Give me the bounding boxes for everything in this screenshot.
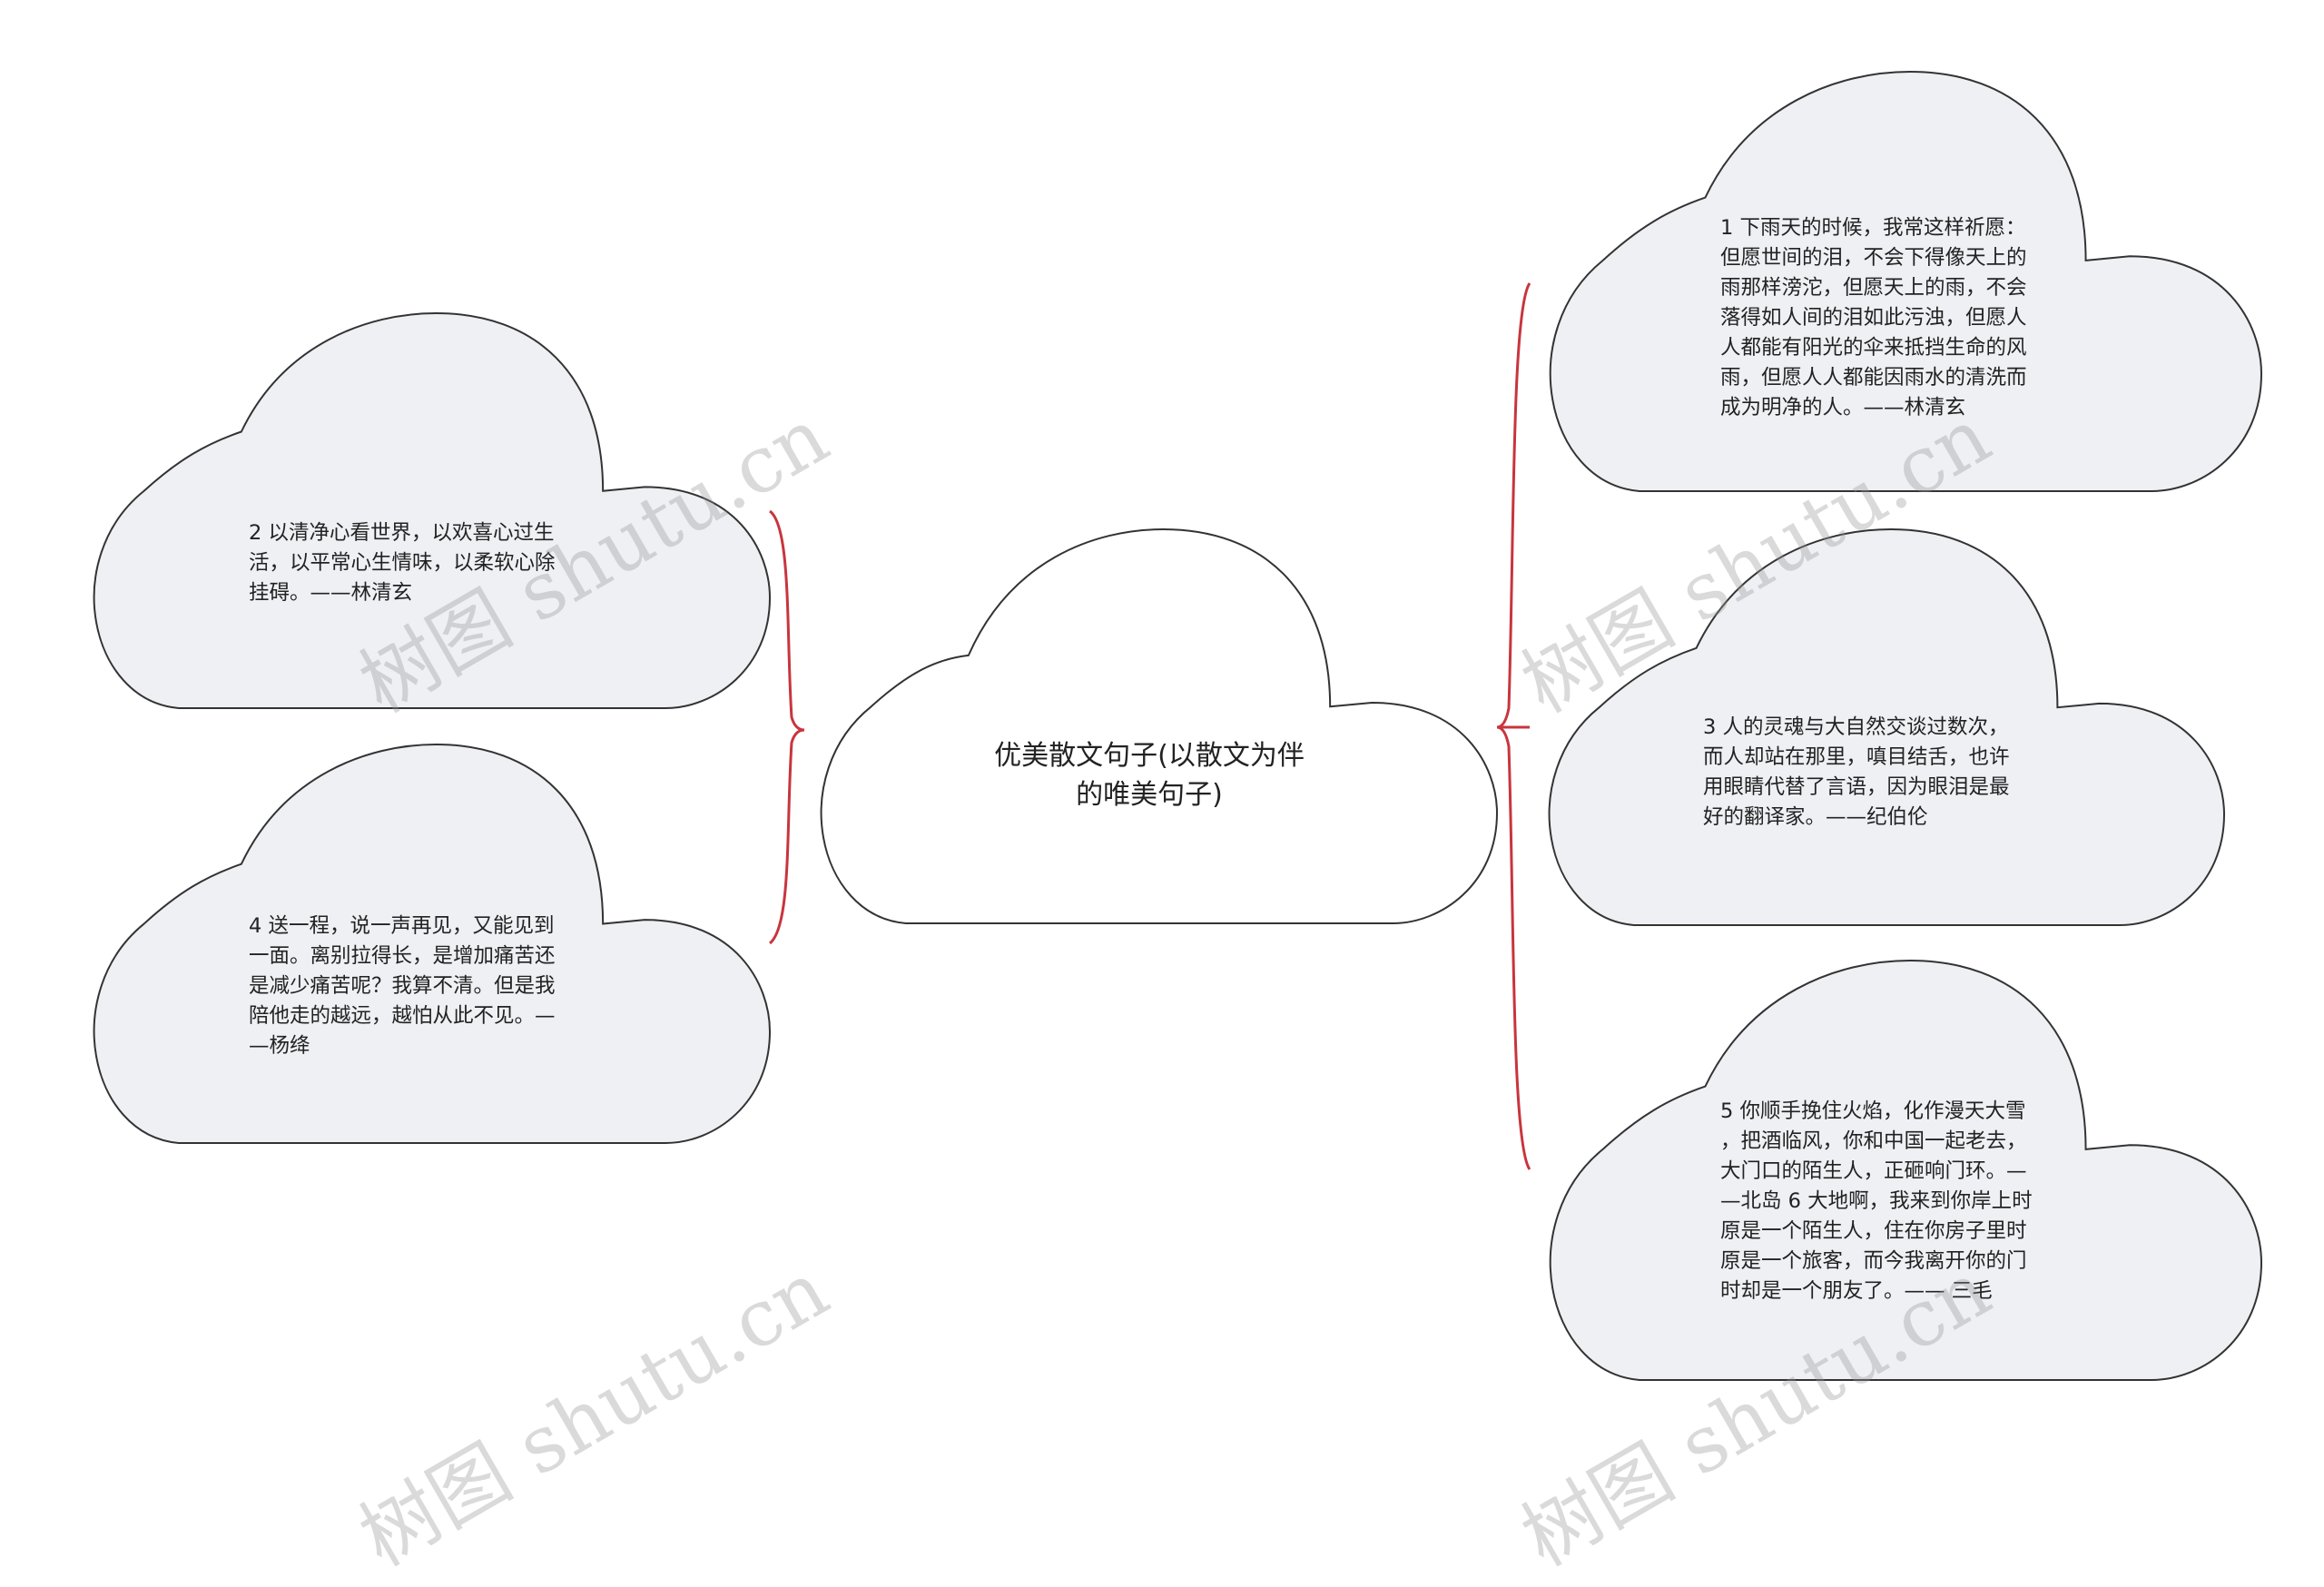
node-3[interactable]: 3 人的灵魂与大自然交谈过数次， 而人却站在那里，嗔目结舌，也许 用眼睛代替了言… — [1530, 529, 2224, 925]
node-5[interactable]: 5 你顺手挽住火焰，化作漫天大雪 ，把酒临风，你和中国一起老去， 大门口的陌生人… — [1530, 961, 2261, 1380]
node-4[interactable]: 4 送一程，说一声再见，又能见到 一面。离别拉得长，是增加痛苦还 是减少痛苦呢？… — [74, 744, 770, 1143]
cloud-shape — [802, 529, 1497, 923]
right-bracket — [1496, 282, 1531, 1170]
node-text: 5 你顺手挽住火焰，化作漫天大雪 ，把酒临风，你和中国一起老去， 大门口的陌生人… — [1720, 1099, 2033, 1303]
center-node[interactable]: 优美散文句子(以散文为伴 的唯美句子) — [802, 529, 1497, 923]
node-1[interactable]: 1 下雨天的时候，我常这样祈愿： 但愿世间的泪，不会下得像天上的 雨那样滂沱，但… — [1530, 72, 2261, 491]
node-2[interactable]: 2 以清净心看世界，以欢喜心过生 活，以平常心生情味，以柔软心除 挂碍。——林清… — [74, 313, 770, 708]
node-text: 2 以清净心看世界，以欢喜心过生 活，以平常心生情味，以柔软心除 挂碍。——林清… — [249, 521, 556, 605]
left-bracket — [768, 509, 805, 945]
node-text: 1 下雨天的时候，我常这样祈愿： 但愿世间的泪，不会下得像天上的 雨那样滂沱，但… — [1720, 216, 2027, 419]
cloud-shape — [1530, 529, 2224, 925]
node-text: 4 送一程，说一声再见，又能见到 一面。离别拉得长，是增加痛苦还 是减少痛苦呢？… — [249, 914, 556, 1058]
watermark: 树图 shutu.cn — [345, 1244, 843, 1584]
center-title: 优美散文句子(以散文为伴 的唯美句子) — [994, 740, 1305, 811]
cloud-shape — [74, 744, 770, 1143]
node-text: 3 人的灵魂与大自然交谈过数次， 而人却站在那里，嗔目结舌，也许 用眼睛代替了言… — [1703, 715, 2010, 829]
cloud-shape — [1530, 72, 2261, 491]
cloud-shape — [1530, 961, 2261, 1380]
cloud-shape — [74, 313, 770, 708]
